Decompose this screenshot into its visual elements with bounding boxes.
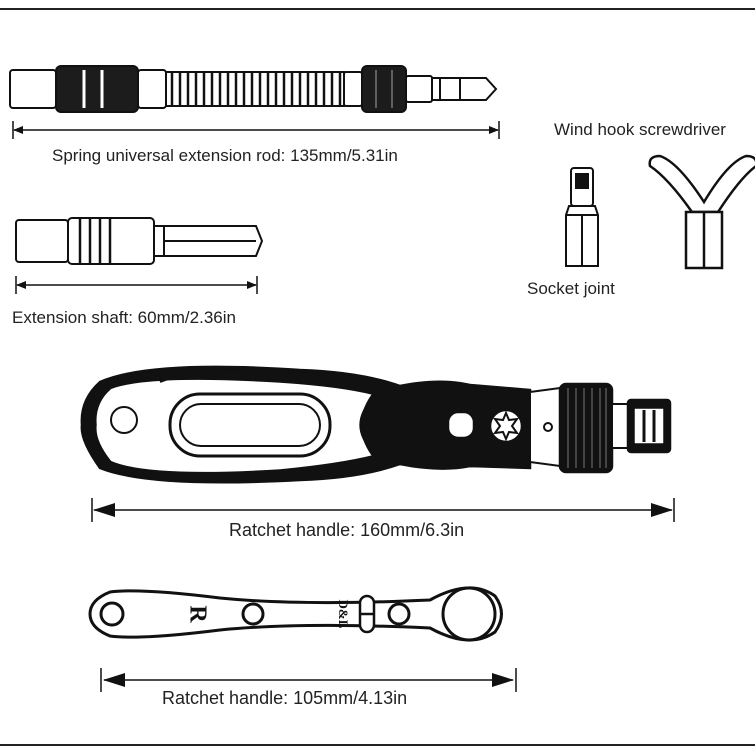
spring-extension-rod xyxy=(9,65,498,113)
extension-shaft xyxy=(15,217,264,265)
bottom-border xyxy=(0,744,755,746)
wind-hook-screwdriver xyxy=(648,154,755,270)
socket-joint xyxy=(565,167,599,267)
ratchet-handle-small xyxy=(88,586,503,642)
spring-rod-label: Spring universal extension rod: 135mm/5.… xyxy=(52,146,398,165)
wind-hook-label: Wind hook screwdriver xyxy=(554,120,726,139)
wrench-brand-mark: D&L xyxy=(336,600,351,629)
wrench-direction-letter: R xyxy=(184,605,210,623)
extension-shaft-label: Extension shaft: 60mm/2.36in xyxy=(12,308,236,327)
ratchet-small-label: Ratchet handle: 105mm/4.13in xyxy=(162,688,408,708)
socket-joint-label: Socket joint xyxy=(527,279,615,298)
ratchet-handle-large xyxy=(80,365,672,484)
top-border xyxy=(0,8,755,10)
ratchet-large-label: Ratchet handle: 160mm/6.3in xyxy=(229,520,465,540)
